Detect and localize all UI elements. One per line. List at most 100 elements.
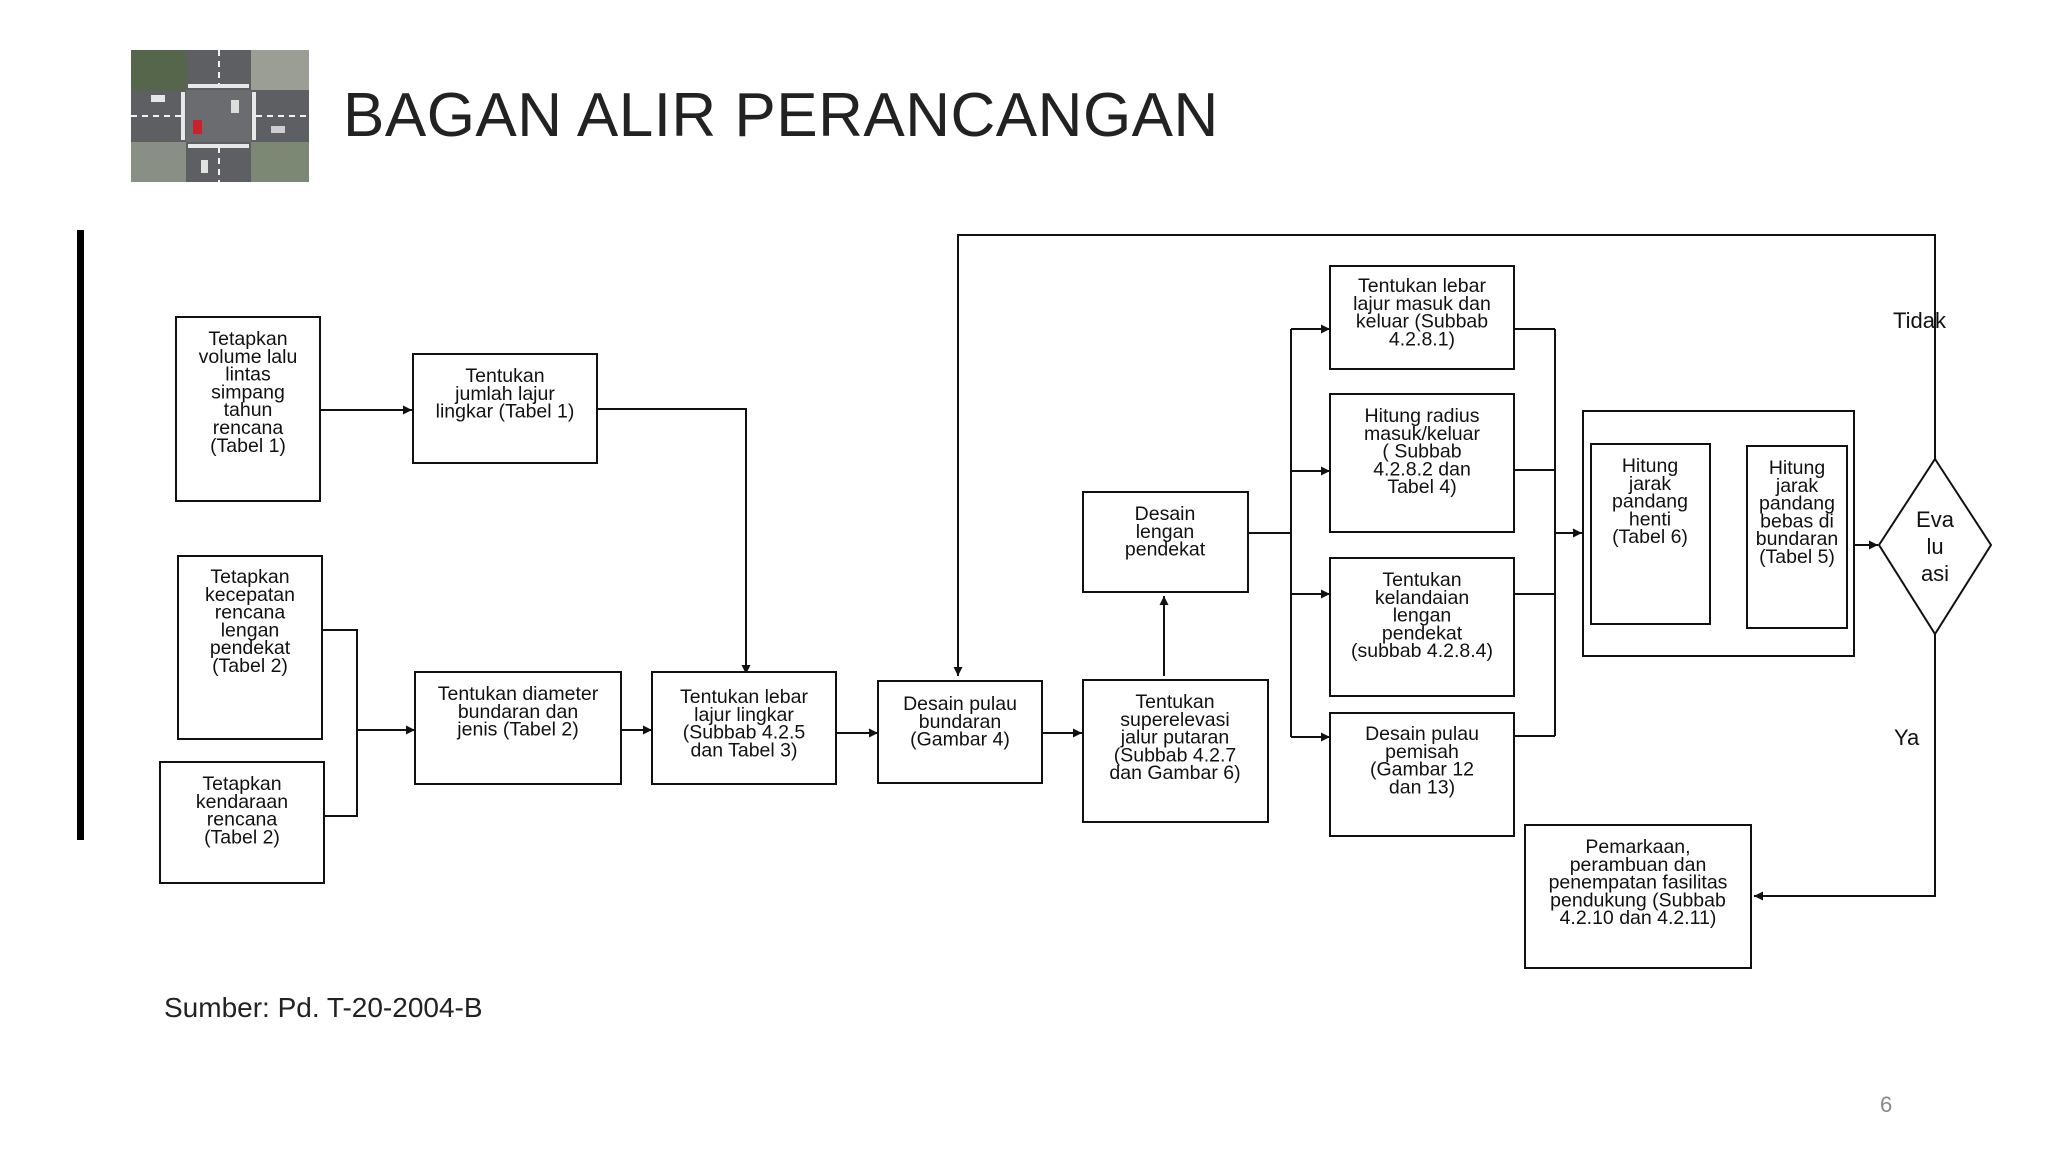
node-text-line: Tentukan diameter xyxy=(438,683,599,705)
node-box-n8 xyxy=(1082,679,1269,823)
node-text-line: bundaran xyxy=(919,711,1001,733)
node-text-line: dan Gambar 6) xyxy=(1109,762,1240,784)
node-text-line: kendaraan xyxy=(196,791,288,813)
slide-title: BAGAN ALIR PERANCANGAN xyxy=(343,81,1219,150)
node-text-line: Hitung xyxy=(1622,455,1678,477)
node-box-n5 xyxy=(414,671,622,785)
node-text-line: lengan xyxy=(221,619,280,641)
node-text-line: Pemarkaan, xyxy=(1585,836,1690,858)
node-box-n12 xyxy=(1329,557,1515,697)
node-text-line: pandang xyxy=(1759,493,1835,515)
node-text-line: (Subbab 4.2.7 xyxy=(1114,744,1237,766)
node-text-line: (Tabel 5) xyxy=(1759,546,1835,568)
node-text-line: Desain xyxy=(1135,503,1196,525)
node-box-n16 xyxy=(1877,457,1993,636)
intersection-photo xyxy=(131,50,309,182)
node-text-line: asi xyxy=(1921,561,1949,586)
node-text-line: kelandaian xyxy=(1375,587,1469,609)
node-text-line: lengan xyxy=(1393,605,1452,627)
node-text-line: Desain pulau xyxy=(1365,723,1479,745)
node-text-line: lengan xyxy=(1136,521,1195,543)
node-box-n6 xyxy=(651,671,837,785)
node-text-line: pendekat xyxy=(1125,539,1206,561)
node-text-line: Hitung radius xyxy=(1365,405,1480,427)
node-box-n14 xyxy=(1590,443,1711,625)
node-box-n7 xyxy=(877,680,1043,784)
node-text-line: masuk/keluar xyxy=(1364,423,1480,445)
node-text-line: (Tabel 2) xyxy=(212,655,288,677)
node-text-line: (subbab 4.2.8.4) xyxy=(1351,640,1493,662)
node-text-line: rencana xyxy=(215,602,286,624)
node-text-line: Tetapkan xyxy=(210,566,289,588)
node-text-line: dan Tabel 3) xyxy=(691,739,798,761)
node-text-line: jarak xyxy=(1775,475,1819,497)
node-text-line: bebas di xyxy=(1760,510,1834,532)
node-text-line: Tentukan xyxy=(465,365,544,387)
node-box-n9 xyxy=(1082,491,1249,593)
node-text-line: (Gambar 12 xyxy=(1370,759,1474,781)
node-text-line: dan 13) xyxy=(1389,776,1455,798)
node-text-line: Tentukan lebar xyxy=(1358,275,1486,297)
node-text-line: pendekat xyxy=(210,637,291,659)
node-text-line: bundaran xyxy=(1756,528,1838,550)
node-text-line: henti xyxy=(1629,508,1671,530)
node-text-line: lu xyxy=(1926,534,1943,559)
node-box-n17 xyxy=(1524,824,1752,969)
node-text-line: jenis (Tabel 2) xyxy=(456,719,578,741)
node-text-line: rencana xyxy=(207,809,278,831)
accent-bar xyxy=(77,230,84,840)
node-text-line: Eva xyxy=(1916,507,1955,532)
node-text-line: 4.2.8.2 dan xyxy=(1373,458,1471,480)
node-box-n3 xyxy=(177,555,323,740)
node-text-line: bundaran dan xyxy=(458,701,578,723)
node-text-line: (Subbab 4.2.5 xyxy=(683,722,806,744)
label-yes: Ya xyxy=(1894,725,1920,750)
node-text-line: ( Subbab xyxy=(1382,441,1461,463)
node-text-line: lingkar (Tabel 1) xyxy=(436,401,575,423)
intersection-aerial-icon xyxy=(131,50,309,182)
edge-n16-yes-n17 xyxy=(1754,634,1936,901)
connectors xyxy=(321,234,1936,901)
node-text-line: pendekat xyxy=(1382,622,1463,644)
node-text-line: Tabel 4) xyxy=(1387,476,1456,498)
node-text-line: jarak xyxy=(1628,473,1672,495)
node-boxes xyxy=(159,265,1993,969)
node-box-n13 xyxy=(1329,712,1515,837)
node-text-line: perambuan dan xyxy=(1570,854,1707,876)
node-text-line: Hitung xyxy=(1769,457,1825,479)
node-box-n2 xyxy=(412,353,598,464)
node-text-line: pendukung (Subbab xyxy=(1550,889,1726,911)
node-text-line: pandang xyxy=(1612,491,1688,513)
node-text-line: rencana xyxy=(213,417,284,439)
node-text-line: jalur putaran xyxy=(1120,727,1229,749)
page-number: 6 xyxy=(1880,1092,1893,1117)
node-text-line: lajur masuk dan xyxy=(1353,293,1491,315)
node-box-n4 xyxy=(159,761,325,884)
node-text-line: lajur lingkar xyxy=(694,704,794,726)
node-text-line: 4.2.10 dan 4.2.11) xyxy=(1560,907,1717,929)
edge-n16-no-loop xyxy=(953,234,1936,676)
node-text-line: tahun xyxy=(224,399,273,421)
node-text-line: Desain pulau xyxy=(903,693,1017,715)
node-text-line: Tentukan lebar xyxy=(680,686,808,708)
node-box-n15 xyxy=(1746,445,1848,629)
node-text-line: (Tabel 1) xyxy=(210,435,286,457)
node-text-line: Tentukan xyxy=(1382,569,1461,591)
node-text-line: penempatan fasilitas xyxy=(1549,872,1728,894)
node-text-line: superelevasi xyxy=(1120,709,1229,731)
node-text-line: volume lalu xyxy=(199,346,298,368)
